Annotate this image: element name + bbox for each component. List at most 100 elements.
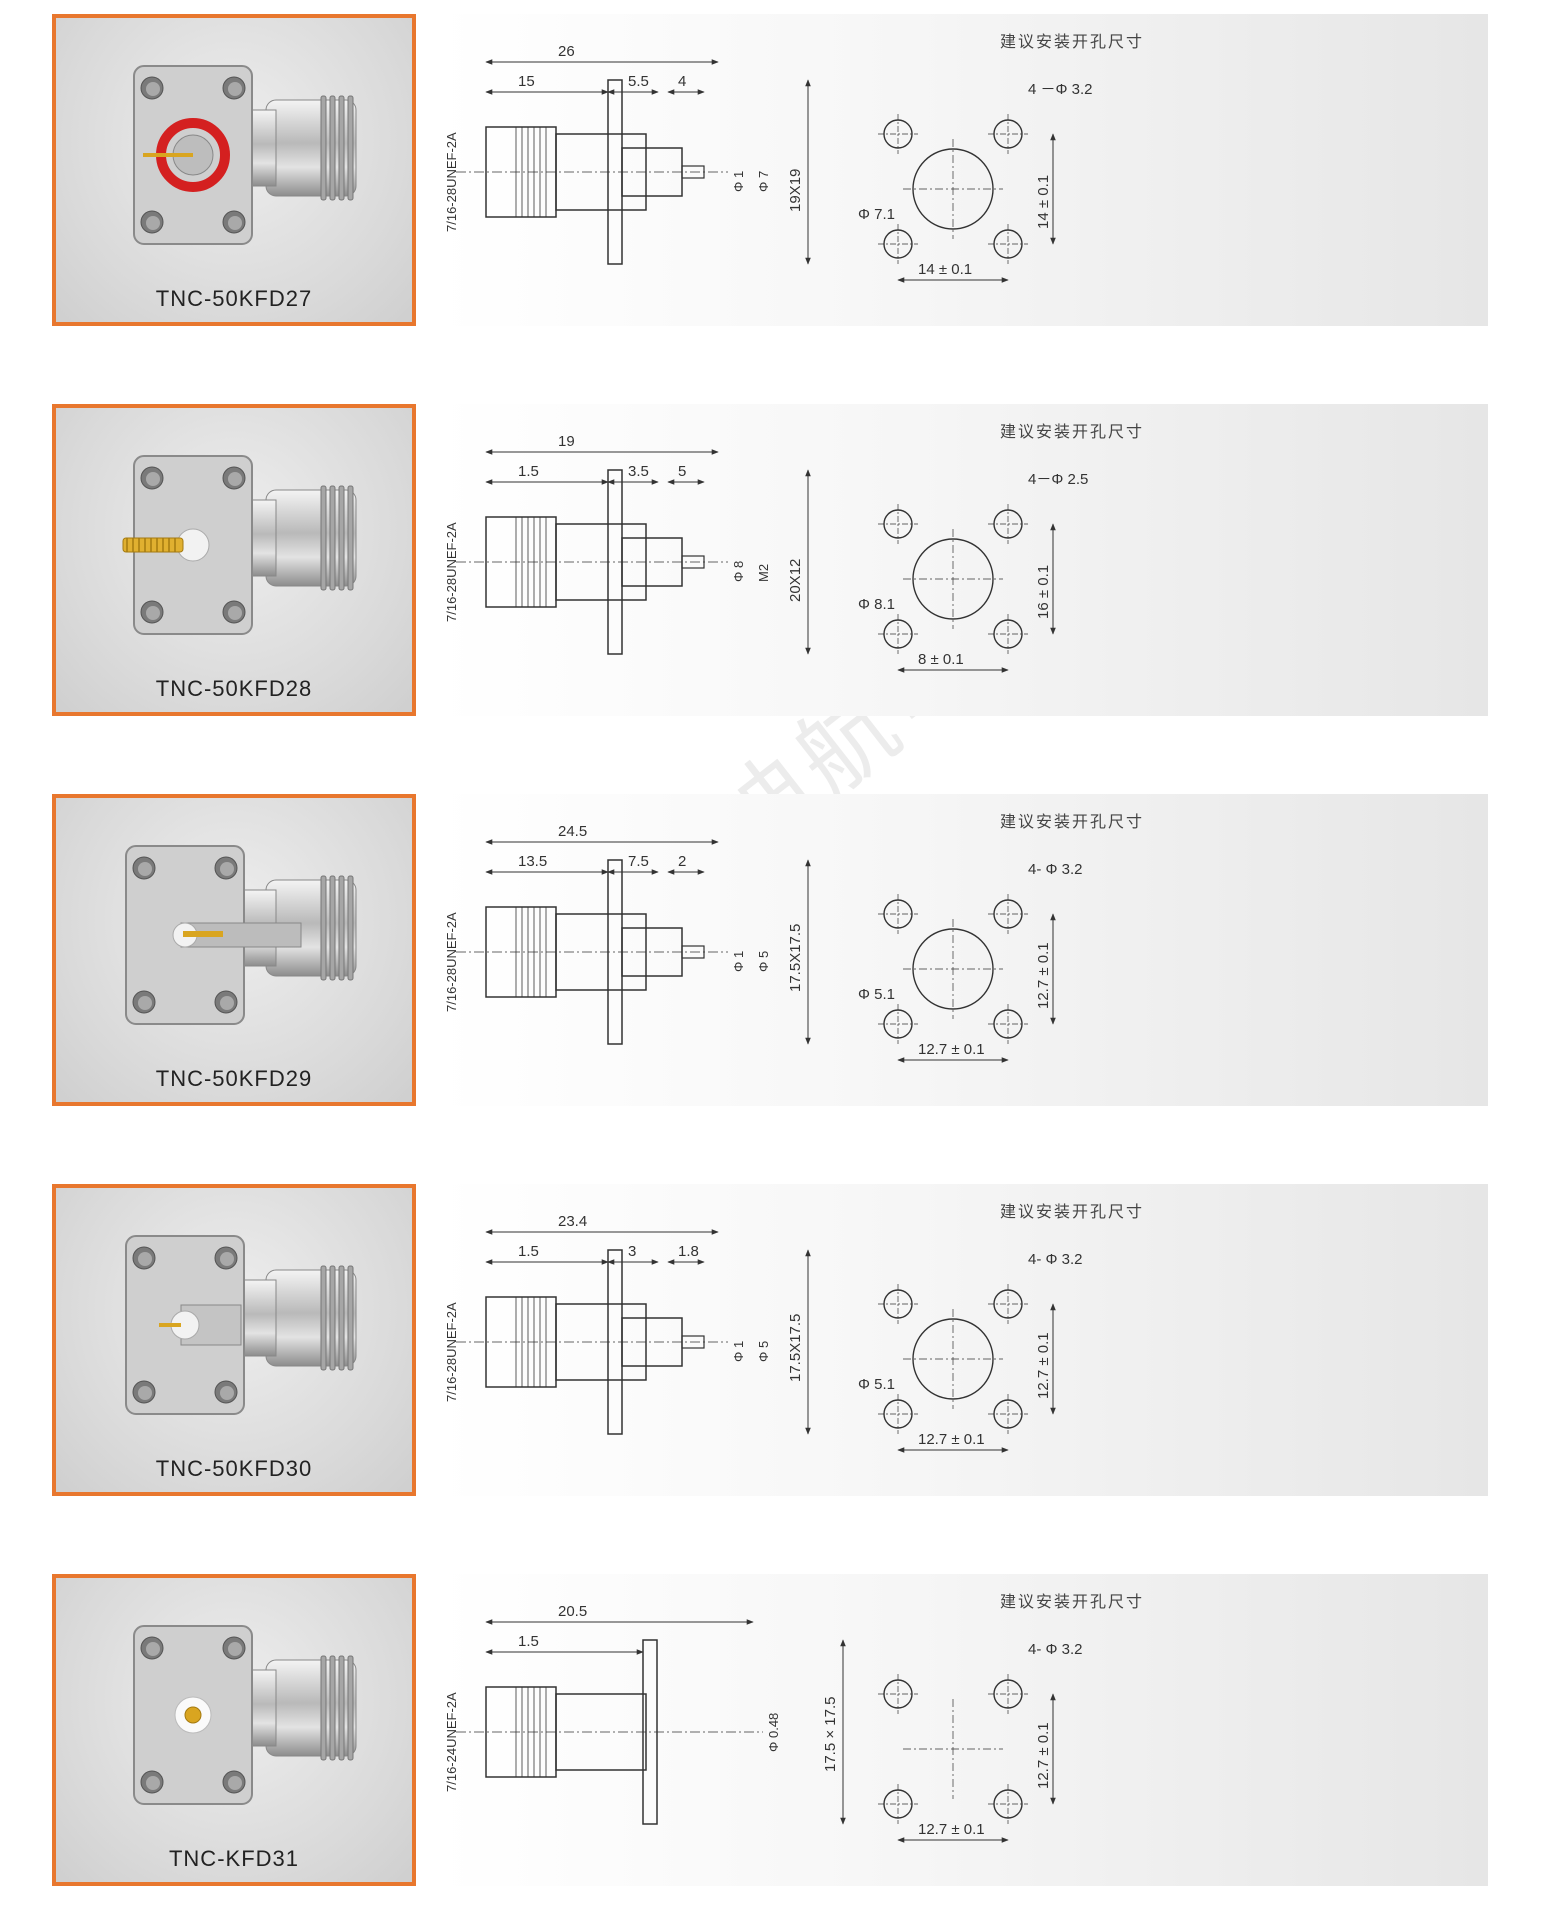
product-row: TNC-50KFD30 23.4 1.5 3 1.8 7/16-28UNEF-2A Φ 1 Φ… — [0, 1184, 1545, 1502]
diameter-label: Φ 1 — [731, 1341, 746, 1362]
hole-pattern: 4- Φ 3.212.7 ± 0.112.7 ± 0.1 — [878, 1641, 1083, 1843]
hole-section-title: 建议安装开孔尺寸 — [1000, 1202, 1145, 1221]
dimension-label: 13.5 — [518, 853, 547, 870]
dimension-label: 2 — [678, 853, 686, 870]
dimension-label: 1.8 — [678, 1243, 699, 1260]
dimension-drawing: 23.4 1.5 3 1.8 7/16-28UNEF-2A Φ 1 Φ 5 17.5X17.5… — [444, 1213, 1083, 1453]
product-photo-card: TNC-50KFD27 — [52, 14, 416, 326]
product-photo-card: TNC-50KFD29 — [52, 794, 416, 1106]
hole-pattern: Φ 5.1 4- Φ 3.2 12.7 ± 0.1 12.7 ± 0.1 — [858, 861, 1083, 1063]
hole-count-label: 4- Φ 3.2 — [1028, 1641, 1083, 1658]
connector-illustration — [133, 1625, 357, 1805]
connector-illustration — [122, 455, 357, 635]
spacing-h-label: 12.7 ± 0.1 — [918, 1041, 985, 1058]
side-view: 24.5 13.5 7.5 2 7/16-28UNEF-2A Φ 1 Φ 5 17.5X17.… — [444, 823, 811, 1045]
spacing-v-label: 14 ± 0.1 — [1035, 175, 1052, 229]
model-label: TNC-50KFD29 — [155, 1066, 313, 1091]
connector-photo — [122, 455, 357, 635]
hole-count-label: 4 －Φ 3.2 — [1028, 81, 1093, 98]
dimension-label: 5.5 — [628, 73, 649, 90]
center-hole-label: Φ 5.1 — [858, 1376, 895, 1393]
dimension-label: 24.5 — [558, 823, 587, 840]
model-label: TNC-50KFD30 — [155, 1456, 313, 1481]
product-photo-card: TNC-KFD31 — [52, 1574, 416, 1886]
technical-drawing-panel: 24.5 13.5 7.5 2 7/16-28UNEF-2A Φ 1 Φ 5 17.5X17.… — [438, 794, 1488, 1106]
dimension-label: 5 — [678, 463, 686, 480]
dimension-label: 26 — [558, 43, 575, 60]
spacing-h-label: 8 ± 0.1 — [918, 651, 964, 668]
dimension-label: 1.5 — [518, 463, 539, 480]
connector-photo — [133, 1625, 357, 1805]
center-hole — [912, 538, 994, 620]
hole-section-title: 建议安装开孔尺寸 — [1000, 422, 1145, 441]
product-row: TNC-50KFD29 24.5 13.5 7.5 2 7/16-28UNEF-2A Φ 1… — [0, 794, 1545, 1112]
dimension-label: 4 — [678, 73, 686, 90]
flange-size-label: 20X12 — [787, 559, 804, 602]
technical-drawing-panel: 23.4 1.5 3 1.8 7/16-28UNEF-2A Φ 1 Φ 5 17.5X17.5… — [438, 1184, 1488, 1496]
model-label: TNC-KFD31 — [168, 1846, 299, 1871]
diameter-label: Φ 5 — [756, 1341, 771, 1362]
flange-size-label: 17.5X17.5 — [787, 1314, 804, 1382]
spacing-v-label: 16 ± 0.1 — [1035, 565, 1052, 619]
model-label: TNC-50KFD28 — [155, 676, 313, 701]
center-hole-label: Φ 8.1 — [858, 596, 895, 613]
hole-count-label: 4－Φ 2.5 — [1028, 471, 1088, 488]
hole-count-label: 4- Φ 3.2 — [1028, 861, 1083, 878]
hole-pattern: Φ 8.1 4－Φ 2.5 8 ± 0.1 16 ± 0.1 — [858, 471, 1088, 673]
center-hole-label: Φ 5.1 — [858, 986, 895, 1003]
hole-section-title: 建议安装开孔尺寸 — [1000, 32, 1145, 51]
thread-label: 7/16-24UNEF-2A — [444, 1692, 459, 1792]
connector-illustration — [133, 65, 357, 245]
center-hole — [912, 148, 994, 230]
dimension-label: 15 — [518, 73, 535, 90]
dimension-label: 1.5 — [518, 1243, 539, 1260]
dimension-label: 3 — [628, 1243, 636, 1260]
flange-size-label: 17.5X17.5 — [787, 924, 804, 992]
hole-pattern: Φ 7.14 －Φ 3.214 ± 0.114 ± 0.1 — [858, 81, 1093, 283]
diameter-label: Φ 5 — [756, 951, 771, 972]
dimension-label: 20.5 — [558, 1603, 587, 1620]
hole-count-label: 4- Φ 3.2 — [1028, 1251, 1083, 1268]
dimension-label: 7.5 — [628, 853, 649, 870]
dimension-drawing: 24.5 13.5 7.5 2 7/16-28UNEF-2A Φ 1 Φ 5 17.5X17.… — [444, 823, 1083, 1063]
connector-illustration — [125, 845, 357, 1025]
spacing-v-label: 12.7 ± 0.1 — [1035, 942, 1052, 1009]
diameter-label: Φ 8 — [731, 561, 746, 582]
connector-photo — [125, 845, 357, 1025]
connector-illustration — [125, 1235, 357, 1415]
dimension-label: 23.4 — [558, 1213, 587, 1230]
diameter-label: Φ 7 — [756, 171, 771, 192]
center-hole — [912, 1318, 994, 1400]
diameter-label: Φ 0.48 — [766, 1713, 781, 1752]
thread-label: 7/16-28UNEF-2A — [444, 522, 459, 622]
spacing-v-label: 12.7 ± 0.1 — [1035, 1722, 1052, 1789]
model-label: TNC-50KFD27 — [155, 286, 313, 311]
flange-size-label: 17.5 × 17.5 — [822, 1697, 839, 1772]
thread-label: 7/16-28UNEF-2A — [444, 912, 459, 1012]
product-photo-card: TNC-50KFD30 — [52, 1184, 416, 1496]
side-view: 23.4 1.5 3 1.8 7/16-28UNEF-2A Φ 1 Φ 5 17.5X17.5 — [444, 1213, 811, 1435]
center-hole-label: Φ 7.1 — [858, 206, 895, 223]
spacing-v-label: 12.7 ± 0.1 — [1035, 1332, 1052, 1399]
connector-photo — [133, 65, 357, 245]
diameter-label: Φ 1 — [731, 951, 746, 972]
spacing-h-label: 12.7 ± 0.1 — [918, 1431, 985, 1448]
hole-pattern: Φ 5.1 4- Φ 3.2 12.7 ± 0.1 12.7 ± 0.1 — [858, 1251, 1083, 1453]
dimension-label: 3.5 — [628, 463, 649, 480]
center-hole — [912, 928, 994, 1010]
connector-photo — [125, 1235, 357, 1415]
thread-label: 7/16-28UNEF-2A — [444, 1302, 459, 1402]
dimension-label: 19 — [558, 433, 575, 450]
diameter-label: Φ 1 — [731, 171, 746, 192]
